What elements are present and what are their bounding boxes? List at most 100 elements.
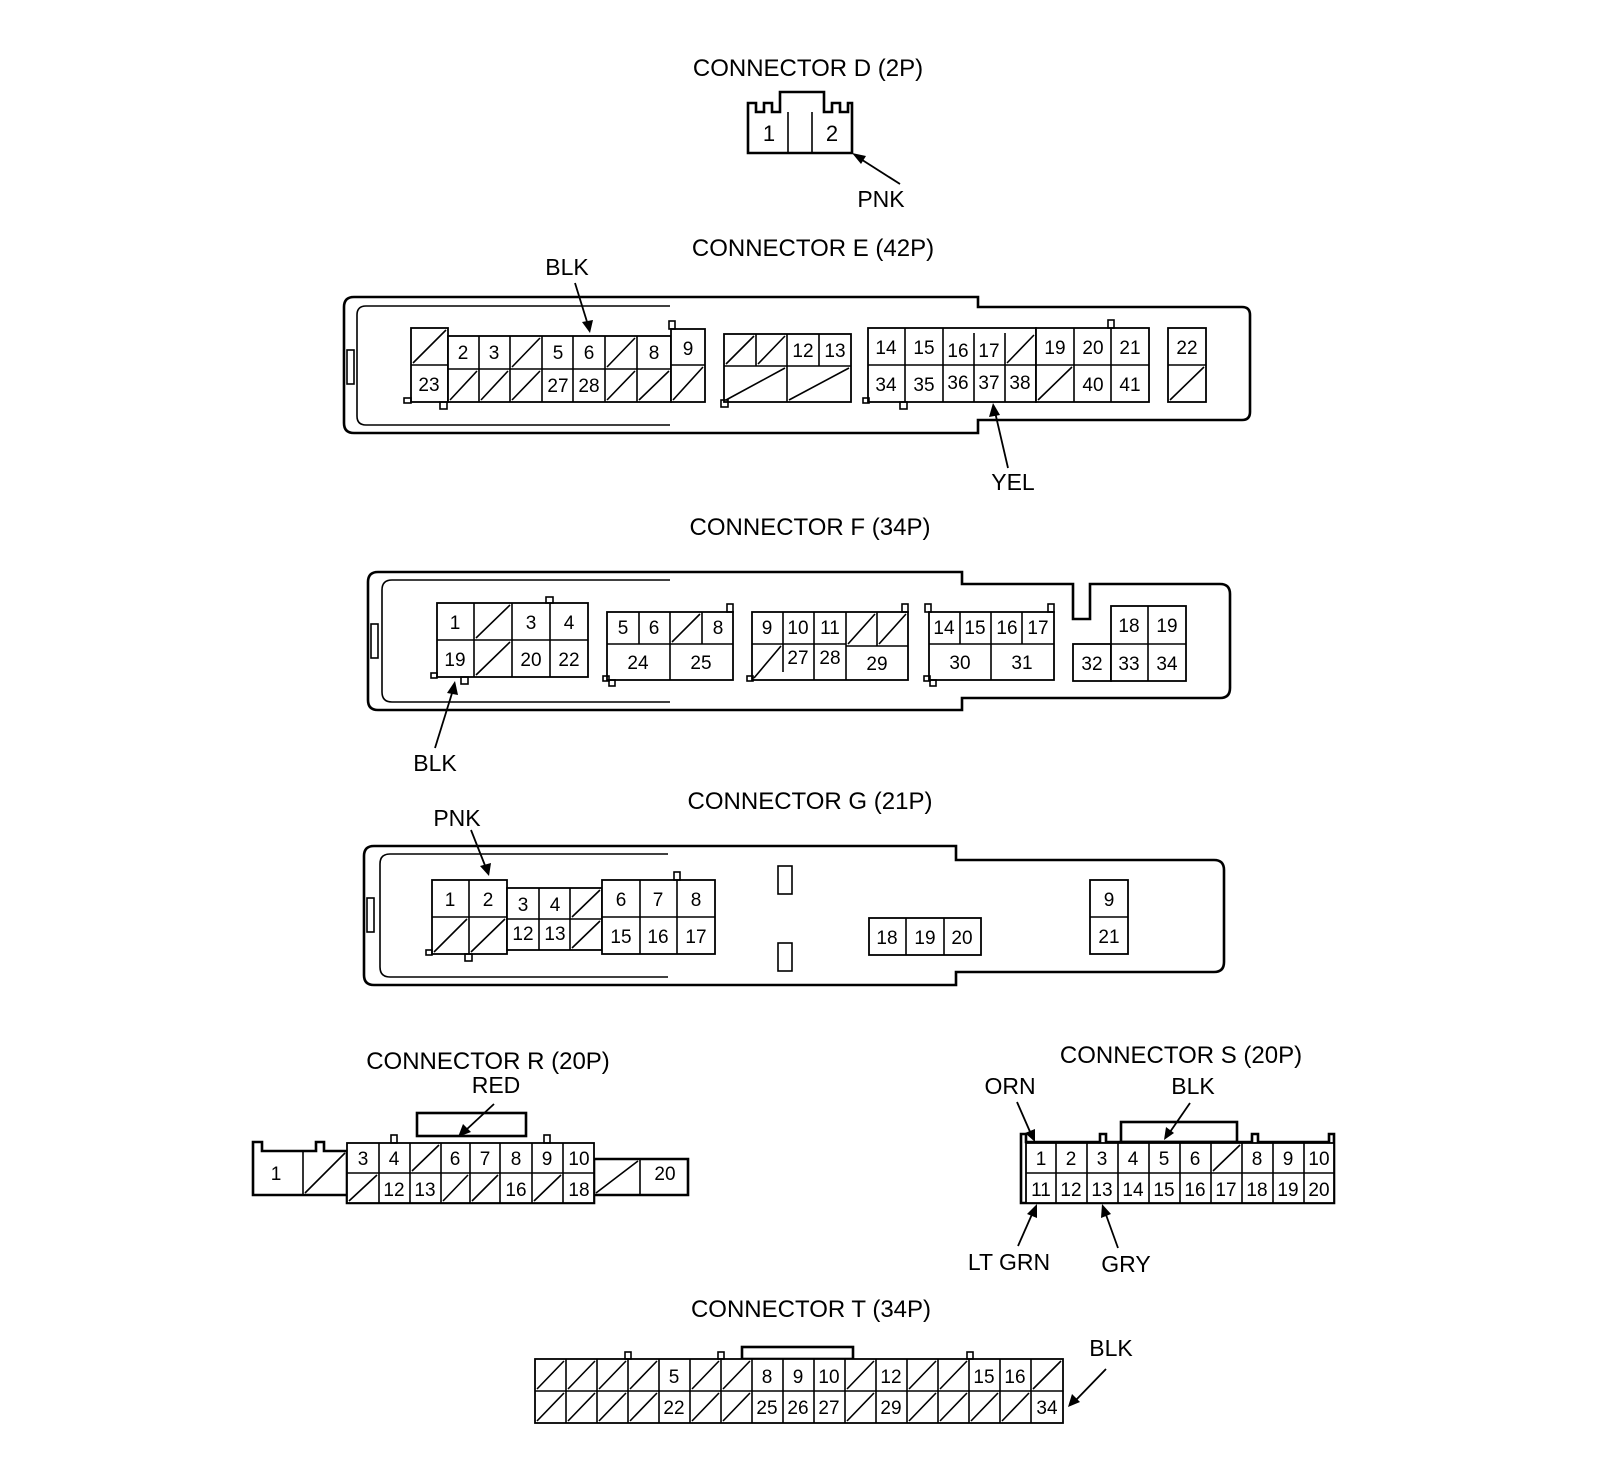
connector-f-pin-30: 30 <box>949 653 970 674</box>
connector-e-pin-36: 36 <box>947 373 968 394</box>
connector-d: CONNECTOR D (2P) 1 2 PNK <box>693 55 923 212</box>
connector-e-pin-9: 9 <box>683 339 694 360</box>
connector-e: CONNECTOR E (42P) 23 2 3 5 6 8 27 28 9 <box>342 235 1252 495</box>
connector-d-pin-2: 2 <box>826 121 838 146</box>
connector-e-pin-17: 17 <box>978 341 999 362</box>
connector-r-wire-red-leader <box>465 1103 495 1131</box>
connector-g-pin-17: 17 <box>685 927 706 948</box>
connector-e-pin-15: 15 <box>913 338 934 359</box>
connector-s-pin-18: 18 <box>1246 1180 1267 1201</box>
connector-g-pin-4: 4 <box>550 895 561 916</box>
connector-d-wire-label: PNK <box>857 186 905 212</box>
connector-r-pin-3: 3 <box>358 1149 369 1170</box>
connector-t-pin-22: 22 <box>663 1398 684 1419</box>
connector-t-wire-blk-label: BLK <box>1089 1335 1133 1361</box>
connector-r-pin-13: 13 <box>414 1180 435 1201</box>
connector-r: CONNECTOR R (20P) 1 3 4 6 7 8 9 10 12 13… <box>251 1048 690 1205</box>
connector-e-pin-12: 12 <box>792 341 813 362</box>
connector-f-pin-5: 5 <box>618 618 629 639</box>
connector-e-pin-34: 34 <box>875 375 897 396</box>
connector-s-wire-gry-leader <box>1104 1211 1119 1249</box>
connector-e-pin-13: 13 <box>824 341 845 362</box>
connector-s-wire-orn-label: ORN <box>984 1073 1035 1099</box>
connector-f-pin-14: 14 <box>933 618 955 639</box>
connector-r-pin-1: 1 <box>271 1164 282 1185</box>
connector-s-pin-19: 19 <box>1277 1180 1298 1201</box>
connector-s-pin-13: 13 <box>1091 1180 1112 1201</box>
connector-g-pin-12: 12 <box>512 924 533 945</box>
connector-f-pin-24: 24 <box>627 653 649 674</box>
connector-s-pin-12: 12 <box>1060 1180 1081 1201</box>
connector-f-pin-6: 6 <box>649 618 660 639</box>
connector-e-pin-23: 23 <box>418 375 439 396</box>
connector-s-pin-4: 4 <box>1128 1149 1139 1170</box>
connector-g-pin-21: 21 <box>1098 927 1119 948</box>
connector-r-pin-6: 6 <box>450 1149 461 1170</box>
connector-f: CONNECTOR F (34P) 1 3 4 19 20 22 5 6 8 2… <box>366 514 1232 776</box>
connector-s-title: CONNECTOR S (20P) <box>1060 1042 1302 1069</box>
connector-f-pin-16: 16 <box>996 618 1017 639</box>
connector-s-pin-16: 16 <box>1184 1180 1205 1201</box>
connector-g-pin-18: 18 <box>876 928 897 949</box>
connector-e-wire-yel-label: YEL <box>991 469 1035 495</box>
connector-g-pin-15: 15 <box>610 927 631 948</box>
connector-t-pin-10: 10 <box>818 1367 839 1388</box>
connector-t-pin-26: 26 <box>787 1398 808 1419</box>
connector-g-pin-1: 1 <box>445 890 456 911</box>
connector-f-pin-8: 8 <box>713 618 724 639</box>
connector-f-pin-4: 4 <box>564 613 575 634</box>
connector-s-pin-9: 9 <box>1283 1149 1294 1170</box>
connector-f-pin-19: 19 <box>1156 616 1177 637</box>
connector-g-pin-2: 2 <box>483 890 494 911</box>
connector-f-pin-32: 32 <box>1081 654 1102 675</box>
connector-f-pin-9: 9 <box>762 618 773 639</box>
connector-s-wire-ltgrn-leader <box>1017 1211 1034 1247</box>
connector-s-wire-blk-leader <box>1169 1102 1191 1133</box>
connector-t-title: CONNECTOR T (34P) <box>691 1296 931 1323</box>
connector-t-pin-29: 29 <box>880 1398 901 1419</box>
connector-f-pin-17: 17 <box>1027 618 1048 639</box>
connector-r-wire-red-label: RED <box>472 1072 521 1098</box>
connector-e-pin-28: 28 <box>578 376 599 397</box>
connector-s-pin-5: 5 <box>1159 1149 1170 1170</box>
connector-g-pin-9: 9 <box>1104 890 1115 911</box>
connector-e-wire-yel-leader <box>994 411 1009 469</box>
connector-e-pin-27: 27 <box>547 376 568 397</box>
connector-r-pin-20: 20 <box>654 1164 675 1185</box>
connector-e-pin-2: 2 <box>458 343 469 364</box>
connector-e-pin-19: 19 <box>1044 338 1065 359</box>
connector-s-pin-14: 14 <box>1122 1180 1144 1201</box>
connector-s-wire-ltgrn-label: LT GRN <box>968 1249 1050 1275</box>
connector-t-pin-9: 9 <box>793 1367 804 1388</box>
connector-e-pin-22: 22 <box>1176 338 1197 359</box>
connector-d-title: CONNECTOR D (2P) <box>693 55 923 82</box>
connector-e-pin-16: 16 <box>947 341 968 362</box>
connector-f-pin-1: 1 <box>450 613 461 634</box>
connector-t-pin-15: 15 <box>973 1367 994 1388</box>
connector-s-pin-2: 2 <box>1066 1149 1077 1170</box>
connector-s-pin-15: 15 <box>1153 1180 1174 1201</box>
connector-f-pin-29: 29 <box>866 654 887 675</box>
connector-f-pin-22: 20 <box>520 650 541 671</box>
connector-t-wire-blk-leader <box>1075 1368 1107 1401</box>
connector-s-wire-gry-label: GRY <box>1101 1251 1150 1277</box>
connector-t-pin-34: 34 <box>1036 1398 1058 1419</box>
connector-f-wire-blk-leader <box>434 689 454 749</box>
connector-f-pin-11: 11 <box>820 618 840 639</box>
connector-e-pin-5: 5 <box>553 343 564 364</box>
connector-e-pin-35: 35 <box>913 375 934 396</box>
connector-r-title: CONNECTOR R (20P) <box>366 1048 610 1075</box>
connector-s-pin-17: 17 <box>1215 1180 1236 1201</box>
connector-g-pin-19: 19 <box>914 928 935 949</box>
connector-g-pin-3: 3 <box>518 895 529 916</box>
connector-f-pin-18: 18 <box>1118 616 1139 637</box>
connector-r-pin-16: 16 <box>505 1180 526 1201</box>
connector-r-pin-9: 9 <box>542 1149 553 1170</box>
connector-e-pin-3: 3 <box>489 343 500 364</box>
connector-f-pin-25: 25 <box>690 653 711 674</box>
connector-g-pin-6: 6 <box>616 890 627 911</box>
connector-r-pin-18: 18 <box>568 1180 589 1201</box>
connector-s-pin-20: 20 <box>1308 1180 1329 1201</box>
connector-e-wire-blk-label: BLK <box>545 254 589 280</box>
